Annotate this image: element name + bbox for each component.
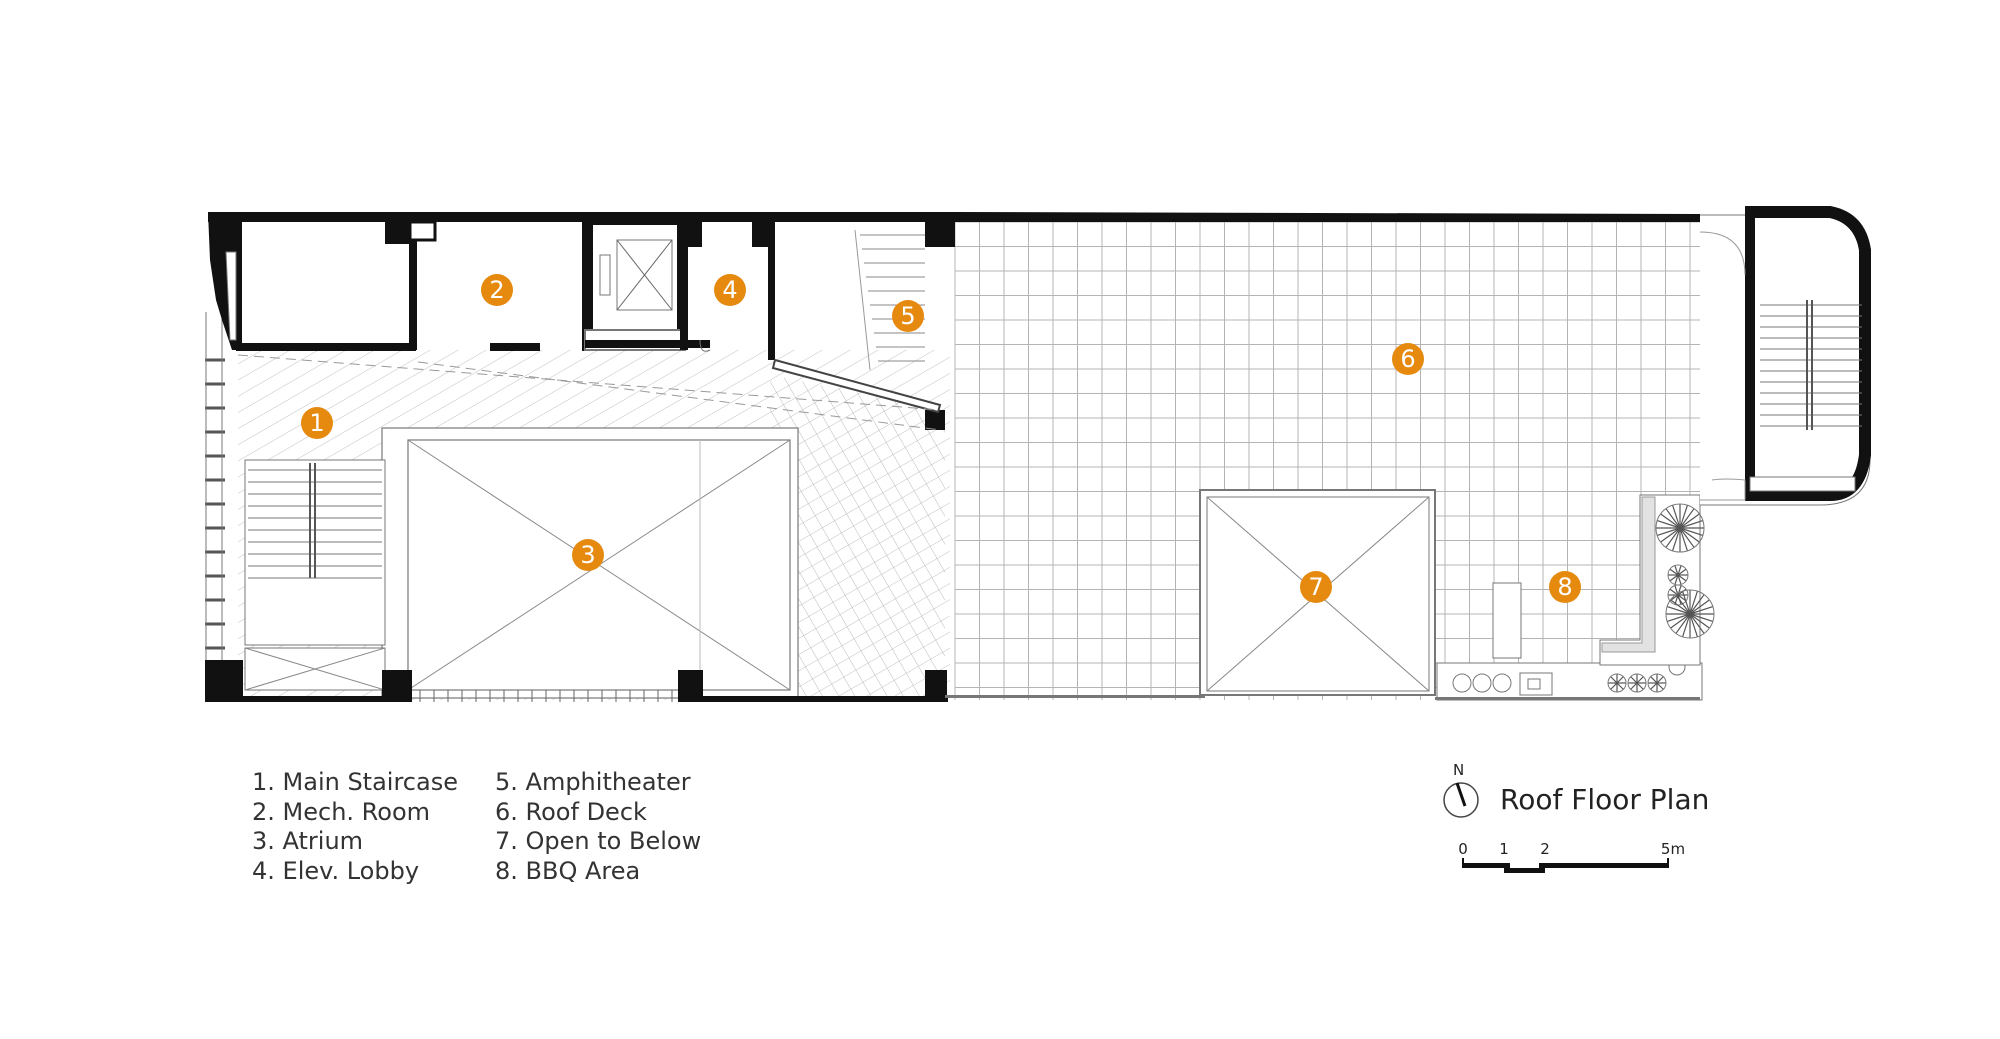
svg-text:8: 8 — [1557, 573, 1572, 601]
marker-8: 8 — [1549, 571, 1581, 603]
legend-item-3: 3. Atrium — [252, 827, 363, 855]
legend: 1. Main Staircase 2. Mech. Room 3. Atriu… — [252, 768, 701, 885]
marker-3: 3 — [572, 539, 604, 571]
scale-bar: 0 1 2 5m — [1458, 840, 1685, 873]
legend-item-1: 1. Main Staircase — [252, 768, 458, 796]
legend-item-2: 2. Mech. Room — [252, 798, 430, 826]
scale-label-0: 0 — [1458, 840, 1468, 858]
marker-4: 4 — [714, 274, 746, 306]
east-stair-tower — [1699, 206, 1871, 506]
walls — [205, 212, 1700, 702]
svg-text:6: 6 — [1400, 345, 1415, 373]
marker-6: 6 — [1392, 343, 1424, 375]
svg-text:4: 4 — [722, 276, 737, 304]
legend-item-7: 7. Open to Below — [495, 827, 701, 855]
scale-label-2: 2 — [1540, 840, 1550, 858]
corridor-dash — [237, 354, 941, 431]
bbq-area — [1436, 494, 1715, 701]
legend-item-8: 8. BBQ Area — [495, 857, 640, 885]
scale-label-5m: 5m — [1661, 840, 1685, 858]
svg-text:7: 7 — [1308, 573, 1323, 601]
svg-text:3: 3 — [580, 541, 595, 569]
marker-1: 1 — [301, 407, 333, 439]
legend-item-4: 4. Elev. Lobby — [252, 857, 419, 885]
svg-text:2: 2 — [489, 276, 504, 304]
marker-7: 7 — [1300, 571, 1332, 603]
north-label: N — [1453, 761, 1464, 779]
north-arrow-icon — [1443, 782, 1479, 818]
markers: 1 2 3 4 5 6 7 8 — [301, 274, 1581, 603]
plan-title: Roof Floor Plan — [1500, 783, 1709, 816]
legend-item-6: 6. Roof Deck — [495, 798, 647, 826]
scale-label-1: 1 — [1499, 840, 1509, 858]
legend-item-5: 5. Amphitheater — [495, 768, 691, 796]
marker-2: 2 — [481, 274, 513, 306]
main-staircase — [205, 312, 386, 691]
svg-text:5: 5 — [900, 302, 915, 330]
svg-text:1: 1 — [309, 409, 324, 437]
plan-title-block: N Roof Floor Plan 0 1 2 5m — [1443, 761, 1709, 873]
marker-5: 5 — [892, 300, 924, 332]
